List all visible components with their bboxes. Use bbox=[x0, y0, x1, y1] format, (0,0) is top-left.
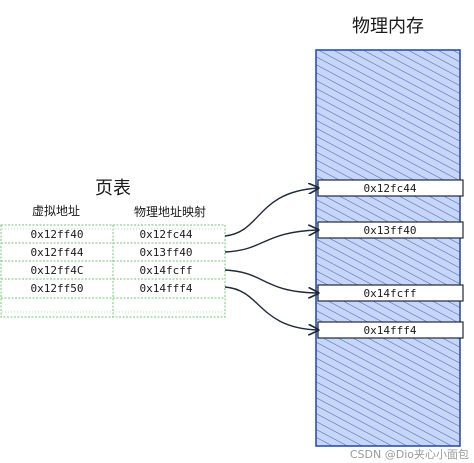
memory-cell: 0x13ff40 bbox=[317, 221, 464, 239]
memory-cell-label: 0x14fcff bbox=[364, 287, 417, 300]
memory-cell: 0x12fc44 bbox=[317, 179, 464, 197]
memory-block bbox=[315, 49, 461, 447]
page-table-title: 页表 bbox=[95, 178, 131, 199]
virtual-address-header: 虚拟地址 bbox=[32, 204, 80, 218]
mapping-arrow bbox=[224, 286, 318, 330]
physical-address-cell: 0x12fc44 bbox=[140, 228, 193, 241]
virtual-address-cell: 0x12ff44 bbox=[31, 246, 84, 259]
table-row: 0x12ff44 0x13ff40 bbox=[31, 246, 193, 259]
physical-address-cell: 0x14fff4 bbox=[140, 282, 193, 295]
table-row: 0x12ff50 0x14fff4 bbox=[31, 282, 193, 295]
table-row: 0x12ff4C 0x14fcff bbox=[31, 264, 193, 277]
memory-cell-label: 0x13ff40 bbox=[364, 224, 417, 237]
memory-cell-label: 0x12fc44 bbox=[364, 182, 417, 195]
virtual-address-cell: 0x12ff4C bbox=[31, 264, 84, 277]
memory-cell-label: 0x14fff4 bbox=[364, 324, 417, 337]
table-row: 0x12ff40 0x12fc44 bbox=[31, 228, 193, 241]
virtual-address-cell: 0x12ff50 bbox=[31, 282, 84, 295]
memory-title: 物理内存 bbox=[352, 16, 424, 37]
virtual-address-cell: 0x12ff40 bbox=[31, 228, 84, 241]
mapping-arrow bbox=[224, 230, 318, 253]
physical-address-header: 物理地址映射 bbox=[134, 204, 206, 219]
mapping-arrow bbox=[224, 188, 318, 237]
watermark: CSDN @Dio夹心小面包 bbox=[350, 448, 469, 461]
mapping-arrow bbox=[224, 269, 318, 293]
physical-address-cell: 0x14fcff bbox=[140, 264, 193, 277]
physical-address-cell: 0x13ff40 bbox=[140, 246, 193, 259]
memory-cell: 0x14fcff bbox=[317, 284, 464, 302]
memory-cell: 0x14fff4 bbox=[317, 321, 464, 339]
page-table bbox=[0, 224, 226, 318]
